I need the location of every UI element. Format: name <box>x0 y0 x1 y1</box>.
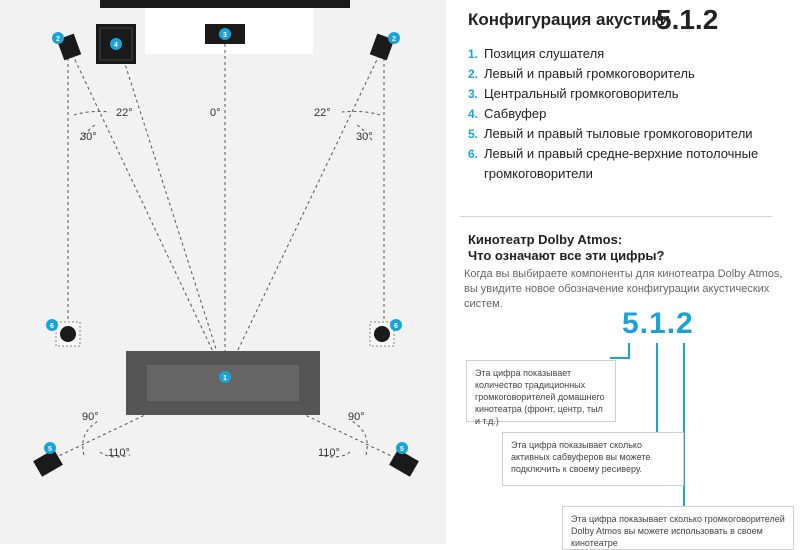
config-number: 5.1.2 <box>656 4 719 35</box>
angle-label-90-left: 90° <box>82 411 99 423</box>
legend-item: 5.Левый и правый тыловые громкоговорител… <box>468 126 753 141</box>
config-title: Конфигурация акустики <box>468 10 671 29</box>
front-right-speaker <box>369 33 395 61</box>
connector-1-h <box>610 357 630 359</box>
dashed-guides <box>45 34 405 463</box>
badge-5-right: 5 <box>396 442 408 454</box>
connector-1 <box>628 343 630 357</box>
svg-text:3: 3 <box>223 32 227 39</box>
badge-6-right: 6 <box>390 319 402 331</box>
angle-label-90-right: 90° <box>348 411 365 423</box>
atmos-big-number: 5.1.2 <box>622 307 694 340</box>
angle-label-22-right: 22° <box>314 107 331 119</box>
svg-text:1: 1 <box>223 375 227 382</box>
badge-1: 1 <box>219 371 231 383</box>
badge-5-left: 5 <box>44 442 56 454</box>
angle-label-110-left: 110° <box>108 447 130 459</box>
sofa-seat <box>145 363 301 403</box>
atmos-question: Что означают все эти цифры? <box>468 248 665 263</box>
svg-text:5: 5 <box>48 446 52 453</box>
legend-item: 1.Позиция слушателя <box>468 46 605 61</box>
rear-right-speaker <box>389 449 419 477</box>
svg-text:6: 6 <box>50 323 54 330</box>
angle-label-30-left: 30° <box>80 131 97 143</box>
legend-item: 2.Левый и правый громкоговоритель <box>468 66 695 81</box>
connector-3 <box>683 343 685 513</box>
svg-text:5: 5 <box>400 446 404 453</box>
speaker-layout-svg: 22° 30° 0° 22° 30° 90° 110° 90° 110° 1 2… <box>33 0 419 477</box>
explanation-box-1: Эта цифра показывает количество традицио… <box>466 360 616 426</box>
section-divider <box>460 216 772 217</box>
connector-2 <box>656 343 658 435</box>
explanation-box-2: Эта цифра показывает сколько активных са… <box>502 432 684 486</box>
angle-label-22-left: 22° <box>116 107 133 119</box>
angle-label-110-right: 110° <box>318 447 340 459</box>
tv-screen <box>100 0 350 8</box>
atmos-description: Когда вы выбираете компоненты для киноте… <box>464 268 783 310</box>
svg-text:2: 2 <box>56 36 60 43</box>
badge-4: 4 <box>110 38 122 50</box>
legend-list: 1.Позиция слушателя 2.Левый и правый гро… <box>468 44 798 184</box>
svg-text:6: 6 <box>394 323 398 330</box>
rear-left-speaker <box>33 449 63 477</box>
svg-text:2: 2 <box>392 36 396 43</box>
badge-3: 3 <box>219 28 231 40</box>
badge-6-left: 6 <box>46 319 58 331</box>
explanation-box-3: Эта цифра показывает сколько громкоговор… <box>562 506 794 550</box>
info-panel: Конфигурация акустики 5.1.2 1.Позиция сл… <box>460 0 800 550</box>
atmos-subtitle: Кинотеатр Dolby Atmos: <box>468 232 623 247</box>
badge-2-right: 2 <box>388 32 400 44</box>
legend-item: 6.Левый и правый средне-верхние потолочн… <box>468 146 759 181</box>
svg-text:4: 4 <box>114 42 118 49</box>
angle-label-30-right: 30° <box>356 131 373 143</box>
legend-item: 3.Центральный громкоговоритель <box>468 86 679 101</box>
angle-label-0: 0° <box>210 107 221 119</box>
badge-2-left: 2 <box>52 32 64 44</box>
legend-item: 4.Сабвуфер <box>468 106 547 121</box>
room-diagram: 22° 30° 0° 22° 30° 90° 110° 90° 110° 1 2… <box>0 0 446 544</box>
